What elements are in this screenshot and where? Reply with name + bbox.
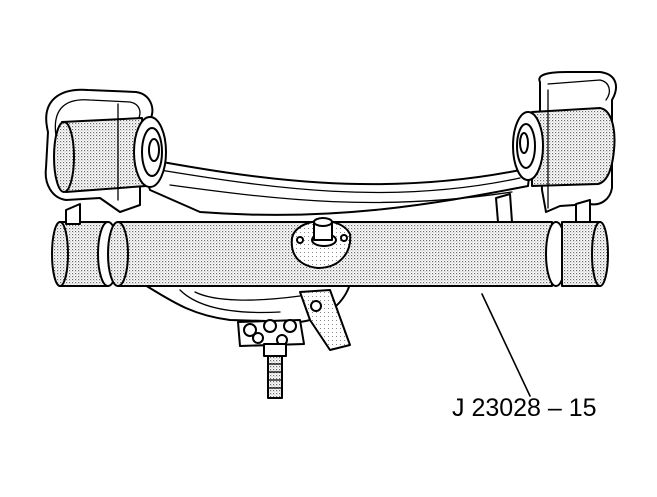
control-arm [139,157,531,216]
tool-tube [51,193,609,287]
leader-line [481,293,531,397]
tool-label: J 23028 – 15 [452,394,597,422]
right-bushing-bracket [512,71,617,213]
left-bushing-bracket [44,88,167,213]
ball-joint-assembly [139,281,351,399]
